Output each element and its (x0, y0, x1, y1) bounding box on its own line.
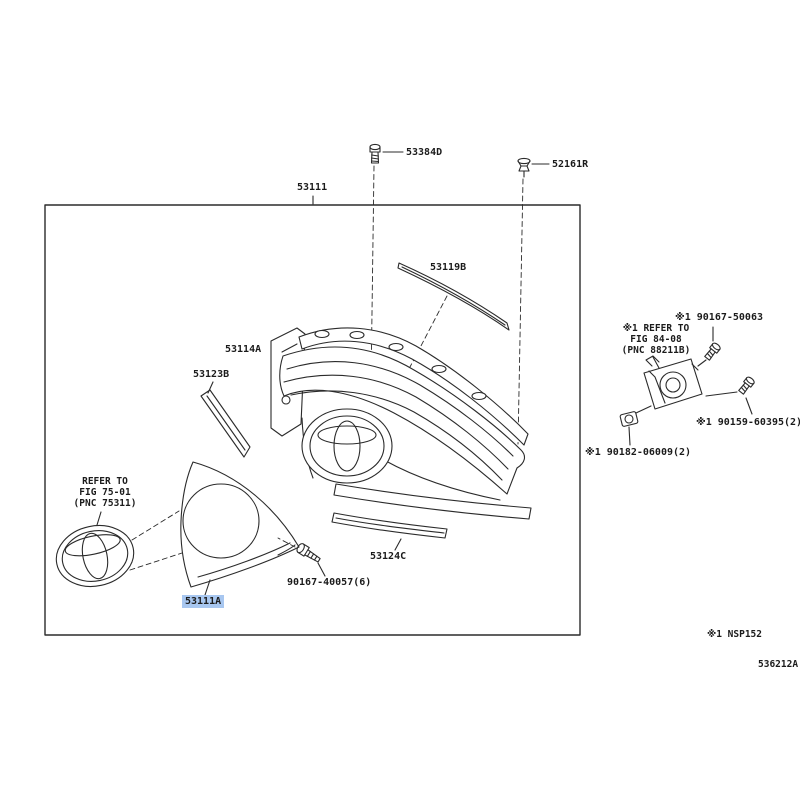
leader-90159-60395 (745, 397, 753, 415)
part-label-52161R[interactable]: 52161R (552, 159, 589, 170)
refer-note-sensor: ※1 REFER TO FIG 84-08 (PNC 88211B) (612, 323, 700, 356)
assembly-label-53111[interactable]: 53111 (297, 182, 328, 193)
refer-note-emblem-line3: (PNC 75311) (73, 498, 137, 509)
grommet-90182-06009-drawing (619, 411, 639, 427)
model-note: ※1 NSP152 (707, 629, 762, 640)
refer-note-sensor-line1: ※1 REFER TO (622, 323, 690, 334)
link-grommet-bracket (635, 405, 652, 414)
part-label-53114A[interactable]: 53114A (225, 344, 262, 355)
bezel-53111A-drawing (180, 461, 300, 588)
leader-53111A (204, 579, 211, 596)
emblem-75311-drawing (55, 525, 135, 587)
leader-53124C (394, 538, 402, 551)
bolt-90159-60395-drawing (738, 376, 755, 395)
part-label-90159-60395[interactable]: ※1 90159-60395(2) (696, 417, 800, 428)
leader-refer-sensor (652, 356, 660, 369)
refer-note-sensor-line3: (PNC 88211B) (621, 345, 691, 356)
part-label-53119B[interactable]: 53119B (430, 262, 467, 273)
leader-53123B (207, 381, 214, 394)
part-label-53384D[interactable]: 53384D (406, 147, 443, 158)
link-bolt-bracket (697, 359, 707, 367)
leader-90182-06009 (628, 426, 631, 446)
part-label-90182-06009[interactable]: ※1 90182-06009(2) (585, 447, 692, 458)
dash-90167-40057 (277, 537, 296, 548)
link-bolt2-bracket (705, 391, 738, 397)
refer-note-sensor-line2: FIG 84-08 (630, 334, 682, 345)
figure-code: 536212A (758, 659, 799, 670)
leader-90167-40057 (317, 562, 326, 577)
assembly-boundary-box (44, 204, 581, 636)
part-label-90167-40057[interactable]: 90167-40057(6) (287, 577, 372, 588)
refer-note-emblem: REFER TO FIG 75-01 (PNC 75311) (72, 476, 138, 509)
dash-emblem-2 (129, 552, 183, 571)
dash-53384D (370, 165, 375, 387)
dash-52161R (517, 178, 524, 445)
molding-53119B-drawing (397, 262, 510, 331)
sensor-88211B-drawing (643, 355, 703, 410)
part-label-90167-50063[interactable]: ※1 90167-50063 (675, 312, 763, 323)
leader-refer-emblem (96, 511, 102, 526)
line-work (44, 143, 755, 636)
refer-note-emblem-line1: REFER TO (82, 476, 128, 487)
clip-52161R-drawing (517, 157, 531, 178)
strip-53123B-drawing (200, 389, 251, 458)
strip-53124C-drawing (331, 512, 448, 539)
dash-emblem-1 (131, 510, 180, 541)
part-label-53123B[interactable]: 53123B (193, 369, 230, 380)
grille-assembly-drawing (270, 327, 532, 520)
screw-90167-40057-drawing (296, 543, 321, 563)
part-label-53124C[interactable]: 53124C (370, 551, 407, 562)
part-label-53111A-selected[interactable]: 53111A (182, 595, 225, 608)
refer-note-emblem-line2: FIG 75-01 (79, 487, 131, 498)
bolt-90167-50063-drawing (704, 342, 721, 361)
bolt-53384D-drawing (369, 143, 381, 164)
